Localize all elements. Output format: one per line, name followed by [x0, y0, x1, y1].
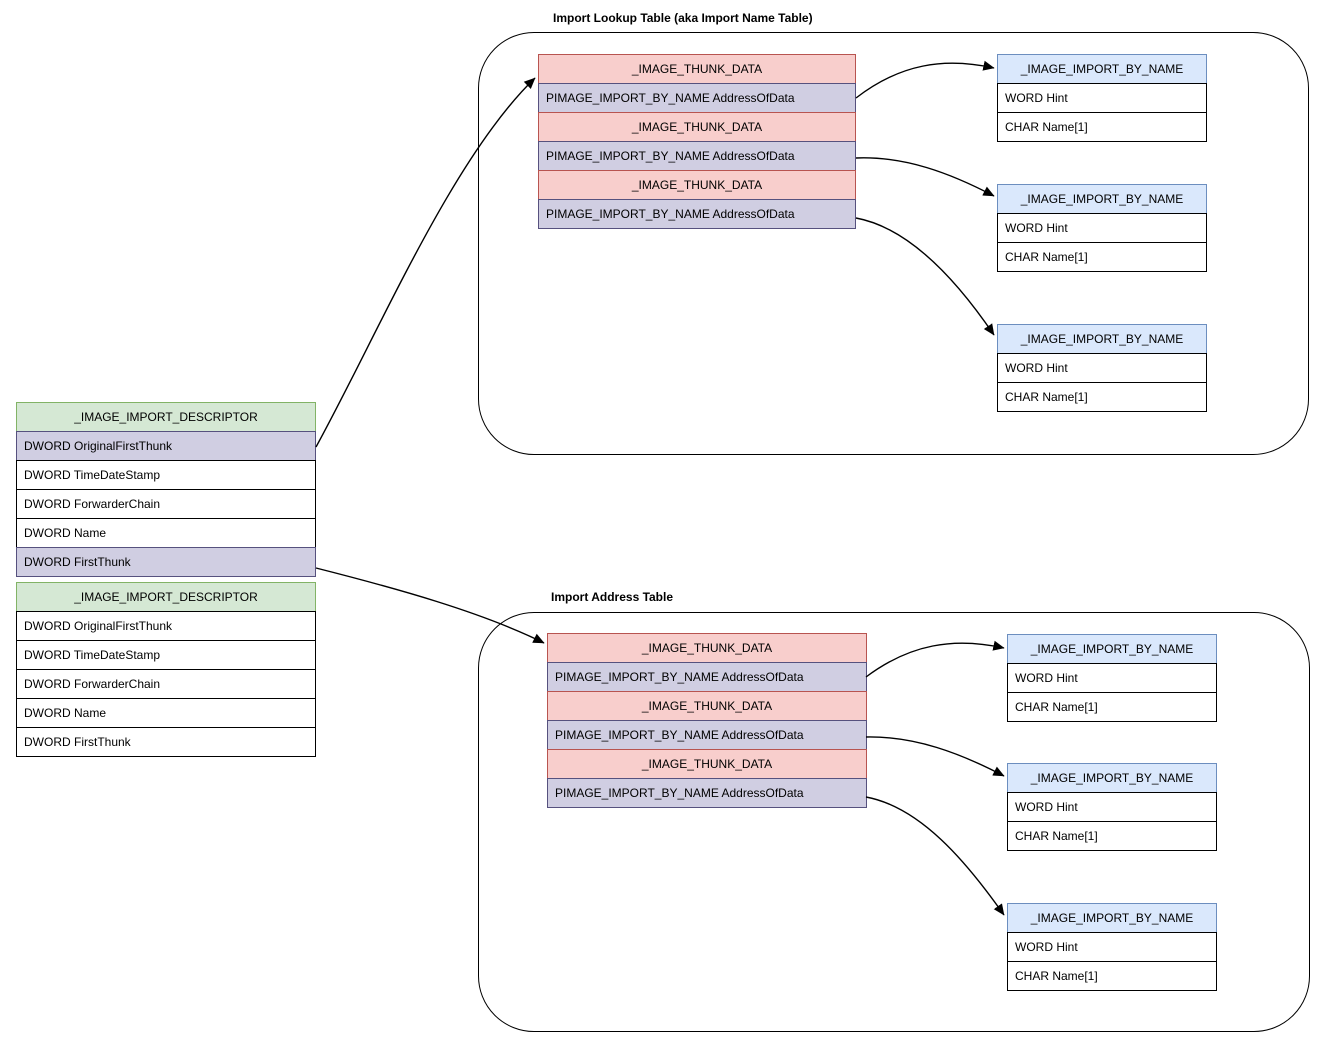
- iat-byname2-row-hint: WORD Hint: [1007, 792, 1217, 822]
- ilt-byname3-header: _IMAGE_IMPORT_BY_NAME: [997, 324, 1207, 354]
- descriptor2-row-firstthunk: DWORD FirstThunk: [16, 727, 316, 757]
- iat-byname3-row-name: CHAR Name[1]: [1007, 961, 1217, 991]
- descriptor1-row-originalfirstthunk: DWORD OriginalFirstThunk: [16, 431, 316, 461]
- iat-byname2-row-name: CHAR Name[1]: [1007, 821, 1217, 851]
- iat-byname1-row-name: CHAR Name[1]: [1007, 692, 1217, 722]
- iat-import-by-name-table-2: _IMAGE_IMPORT_BY_NAME WORD Hint CHAR Nam…: [1007, 763, 1217, 851]
- ilt-import-by-name-table-2: _IMAGE_IMPORT_BY_NAME WORD Hint CHAR Nam…: [997, 184, 1207, 272]
- ilt-byname1-header: _IMAGE_IMPORT_BY_NAME: [997, 54, 1207, 84]
- ilt-thunk1-addressofdata: PIMAGE_IMPORT_BY_NAME AddressOfData: [538, 83, 856, 113]
- ilt-thunk1-header: _IMAGE_THUNK_DATA: [538, 54, 856, 84]
- iat-byname2-header: _IMAGE_IMPORT_BY_NAME: [1007, 763, 1217, 793]
- descriptor2-row-timedatestamp: DWORD TimeDateStamp: [16, 640, 316, 670]
- ilt-import-by-name-table-1: _IMAGE_IMPORT_BY_NAME WORD Hint CHAR Nam…: [997, 54, 1207, 142]
- descriptor2-header: _IMAGE_IMPORT_DESCRIPTOR: [16, 582, 316, 612]
- ilt-byname3-row-name: CHAR Name[1]: [997, 382, 1207, 412]
- descriptor2-row-name: DWORD Name: [16, 698, 316, 728]
- ilt-thunk-stack: _IMAGE_THUNK_DATA PIMAGE_IMPORT_BY_NAME …: [538, 54, 856, 229]
- iat-import-by-name-table-3: _IMAGE_IMPORT_BY_NAME WORD Hint CHAR Nam…: [1007, 903, 1217, 991]
- iat-thunk2-addressofdata: PIMAGE_IMPORT_BY_NAME AddressOfData: [547, 720, 867, 750]
- import-address-table-container: [478, 612, 1310, 1032]
- ilt-thunk3-addressofdata: PIMAGE_IMPORT_BY_NAME AddressOfData: [538, 199, 856, 229]
- ilt-thunk3-header: _IMAGE_THUNK_DATA: [538, 170, 856, 200]
- ilt-import-by-name-table-3: _IMAGE_IMPORT_BY_NAME WORD Hint CHAR Nam…: [997, 324, 1207, 412]
- ilt-byname2-row-name: CHAR Name[1]: [997, 242, 1207, 272]
- image-import-descriptor-table-1: _IMAGE_IMPORT_DESCRIPTOR DWORD OriginalF…: [16, 402, 316, 577]
- ilt-byname2-header: _IMAGE_IMPORT_BY_NAME: [997, 184, 1207, 214]
- iat-byname3-row-hint: WORD Hint: [1007, 932, 1217, 962]
- iat-thunk3-addressofdata: PIMAGE_IMPORT_BY_NAME AddressOfData: [547, 778, 867, 808]
- iat-byname1-row-hint: WORD Hint: [1007, 663, 1217, 693]
- ilt-thunk2-addressofdata: PIMAGE_IMPORT_BY_NAME AddressOfData: [538, 141, 856, 171]
- iat-thunk2-header: _IMAGE_THUNK_DATA: [547, 691, 867, 721]
- ilt-byname2-row-hint: WORD Hint: [997, 213, 1207, 243]
- descriptor1-row-firstthunk: DWORD FirstThunk: [16, 547, 316, 577]
- ilt-byname3-row-hint: WORD Hint: [997, 353, 1207, 383]
- iat-byname1-header: _IMAGE_IMPORT_BY_NAME: [1007, 634, 1217, 664]
- descriptor1-row-name: DWORD Name: [16, 518, 316, 548]
- iat-byname3-header: _IMAGE_IMPORT_BY_NAME: [1007, 903, 1217, 933]
- iat-thunk3-header: _IMAGE_THUNK_DATA: [547, 749, 867, 779]
- descriptor2-row-originalfirstthunk: DWORD OriginalFirstThunk: [16, 611, 316, 641]
- descriptor1-row-forwarderchain: DWORD ForwarderChain: [16, 489, 316, 519]
- iat-import-by-name-table-1: _IMAGE_IMPORT_BY_NAME WORD Hint CHAR Nam…: [1007, 634, 1217, 722]
- descriptor1-row-timedatestamp: DWORD TimeDateStamp: [16, 460, 316, 490]
- ilt-byname1-row-name: CHAR Name[1]: [997, 112, 1207, 142]
- iat-thunk1-addressofdata: PIMAGE_IMPORT_BY_NAME AddressOfData: [547, 662, 867, 692]
- import-lookup-table-title: Import Lookup Table (aka Import Name Tab…: [553, 11, 813, 25]
- descriptor2-row-forwarderchain: DWORD ForwarderChain: [16, 669, 316, 699]
- ilt-thunk2-header: _IMAGE_THUNK_DATA: [538, 112, 856, 142]
- iat-thunk1-header: _IMAGE_THUNK_DATA: [547, 633, 867, 663]
- iat-thunk-stack: _IMAGE_THUNK_DATA PIMAGE_IMPORT_BY_NAME …: [547, 633, 867, 808]
- import-address-table-title: Import Address Table: [551, 590, 674, 604]
- ilt-byname1-row-hint: WORD Hint: [997, 83, 1207, 113]
- descriptor1-header: _IMAGE_IMPORT_DESCRIPTOR: [16, 402, 316, 432]
- image-import-descriptor-table-2: _IMAGE_IMPORT_DESCRIPTOR DWORD OriginalF…: [16, 582, 316, 757]
